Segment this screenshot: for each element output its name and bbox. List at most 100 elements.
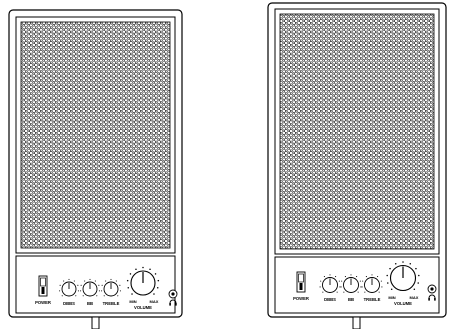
knob-bb-label: BB	[348, 297, 354, 302]
speaker-left: POWER DBBS BB TREBLE MIN MAX VOLUME	[8, 9, 183, 329]
knob-scale-dot	[356, 276, 358, 278]
knob-scale-dot	[361, 286, 363, 288]
knob-scale-dot	[365, 276, 367, 278]
knob-scale-dot	[156, 287, 159, 289]
knob-scale-dot	[101, 290, 103, 292]
volume-knob[interactable]	[386, 261, 420, 292]
volume-max-label: MAX	[150, 299, 159, 304]
knob-scale-dot	[319, 286, 321, 288]
knob-scale-dot	[129, 273, 132, 275]
knob-scale-dot	[413, 288, 416, 291]
speaker-stand	[352, 316, 361, 329]
knob-scale-dot	[380, 280, 382, 282]
knob-scale-dot	[320, 280, 322, 282]
knob-scale-dot	[387, 282, 389, 284]
knob-scale-dot	[360, 286, 362, 288]
knob-scale-dot	[80, 290, 82, 292]
knob-scale-dot	[77, 284, 79, 286]
headphone-icon	[169, 299, 177, 306]
knob-scale-dot	[75, 295, 77, 297]
knob-scale-dot	[371, 274, 373, 276]
knob-treble-label: TREBLE	[364, 297, 381, 302]
knob-treble-label: TREBLE	[103, 301, 120, 306]
knob-scale-dot	[82, 295, 84, 297]
knob-scale-dot	[89, 278, 91, 280]
knob-scale-dot	[394, 262, 397, 265]
speaker-grille	[279, 13, 435, 250]
knob-dbbs[interactable]	[59, 278, 79, 297]
knob-scale-dot	[154, 273, 157, 275]
knob-scale-dot	[381, 286, 383, 288]
knob-scale-dot	[73, 280, 75, 282]
knob-scale-dot	[344, 276, 346, 278]
power-switch[interactable]	[38, 275, 48, 297]
volume-label: VOLUME	[394, 301, 412, 306]
knob-scale-dot	[126, 279, 129, 282]
knob-bb-label: BB	[87, 301, 93, 306]
power-label: POWER	[293, 296, 309, 301]
knob-dbbs[interactable]	[319, 274, 341, 293]
knob-scale-dot	[84, 280, 86, 282]
knob-scale-dot	[80, 284, 82, 286]
knob-scale-dot	[389, 267, 391, 270]
volume-knob[interactable]	[126, 266, 160, 296]
knob-dbbs-label: DBBS	[63, 301, 75, 306]
power-switch[interactable]	[296, 271, 306, 293]
knob-scale-dot	[59, 284, 61, 286]
knob-bb[interactable]	[340, 274, 362, 293]
knob-scale-dot	[117, 295, 119, 297]
knob-scale-dot	[322, 291, 324, 293]
speaker-grille	[20, 21, 171, 249]
knob-scale-dot	[329, 274, 331, 276]
knob-scale-dot	[377, 276, 379, 278]
headphone-jack[interactable]	[427, 284, 437, 294]
knob-scale-dot	[340, 286, 342, 288]
knob-scale-dot	[119, 290, 121, 292]
knob-scale-dot	[378, 291, 380, 293]
knob-scale-dot	[417, 282, 419, 284]
knob-dbbs-label: DBBS	[324, 297, 336, 302]
knob-scale-dot	[153, 293, 155, 295]
knob-scale-dot	[127, 287, 130, 289]
knob-treble[interactable]	[101, 278, 121, 297]
speaker-right: POWER DBBS BB TREBLE MIN MAX VOLUME	[267, 2, 447, 329]
speaker-stand	[91, 316, 100, 329]
knob-scale-dot	[323, 276, 325, 278]
knob-bb[interactable]	[80, 278, 100, 297]
knob-scale-dot	[350, 274, 352, 276]
headphone-jack[interactable]	[168, 289, 178, 299]
knob-scale-dot	[105, 280, 107, 282]
knob-treble[interactable]	[361, 274, 383, 293]
knob-scale-dot	[68, 278, 70, 280]
knob-scale-dot	[63, 280, 65, 282]
knob-scale-dot	[338, 280, 340, 282]
knob-scale-dot	[98, 284, 100, 286]
headphone-icon	[428, 294, 436, 301]
knob-scale-dot	[103, 295, 105, 297]
knob-scale-dot	[390, 288, 393, 291]
knob-scale-dot	[409, 262, 412, 265]
knob-scale-dot	[119, 284, 121, 286]
volume-label: VOLUME	[134, 305, 152, 310]
knob-scale-dot	[336, 291, 338, 293]
knob-scale-dot	[341, 280, 343, 282]
knob-scale-dot	[364, 291, 366, 293]
knob-scale-dot	[343, 291, 345, 293]
knob-scale-dot	[61, 295, 63, 297]
knob-scale-dot	[149, 268, 151, 270]
volume-max-label: MAX	[410, 295, 419, 300]
knob-scale-dot	[386, 274, 388, 277]
knob-scale-dot	[402, 261, 404, 263]
knob-scale-dot	[131, 293, 133, 295]
knob-scale-dot	[362, 280, 364, 282]
knob-scale-dot	[96, 295, 98, 297]
knob-scale-dot	[415, 267, 417, 270]
knob-scale-dot	[335, 276, 337, 278]
knob-scale-dot	[359, 280, 361, 282]
volume-min-label: MIN	[129, 299, 136, 304]
knob-scale-dot	[142, 266, 144, 269]
knob-scale-dot	[101, 284, 103, 286]
volume-min-label: MIN	[388, 295, 395, 300]
knob-scale-dot	[77, 290, 79, 292]
